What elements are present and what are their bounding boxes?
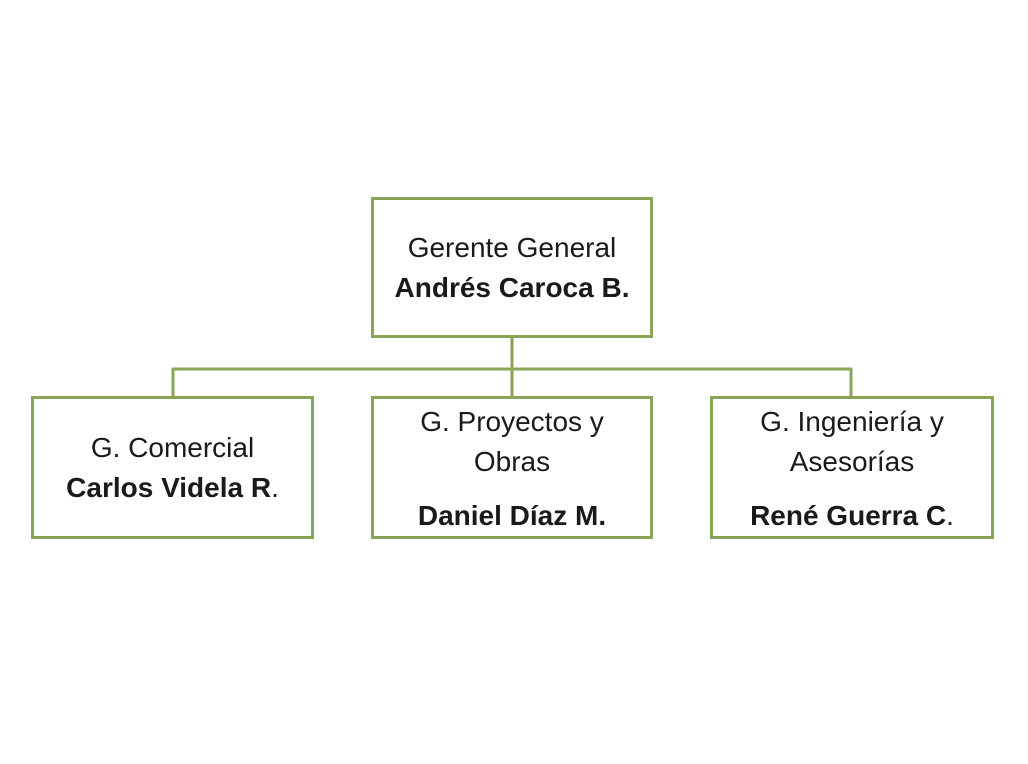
node-role: G. Proyectos y Obras <box>420 406 604 477</box>
node-person: René Guerra C. <box>750 500 954 531</box>
node-ingenieria-asesorias: G. Ingeniería y Asesorías René Guerra C. <box>710 396 994 539</box>
node-role: G. Ingeniería y Asesorías <box>760 406 944 477</box>
node-role: G. Comercial <box>90 431 255 463</box>
node-person: Andrés Caroca B. <box>394 271 630 303</box>
node-gerente-general: Gerente General Andrés Caroca B. <box>371 197 653 338</box>
node-role: Gerente General <box>407 231 617 263</box>
node-person: Daniel Díaz M. <box>417 500 607 531</box>
node-proyectos-obras: G. Proyectos y Obras Daniel Díaz M. <box>371 396 653 539</box>
node-person: Carlos Videla R. <box>66 471 279 503</box>
node-comercial: G. Comercial Carlos Videla R. <box>31 396 314 539</box>
